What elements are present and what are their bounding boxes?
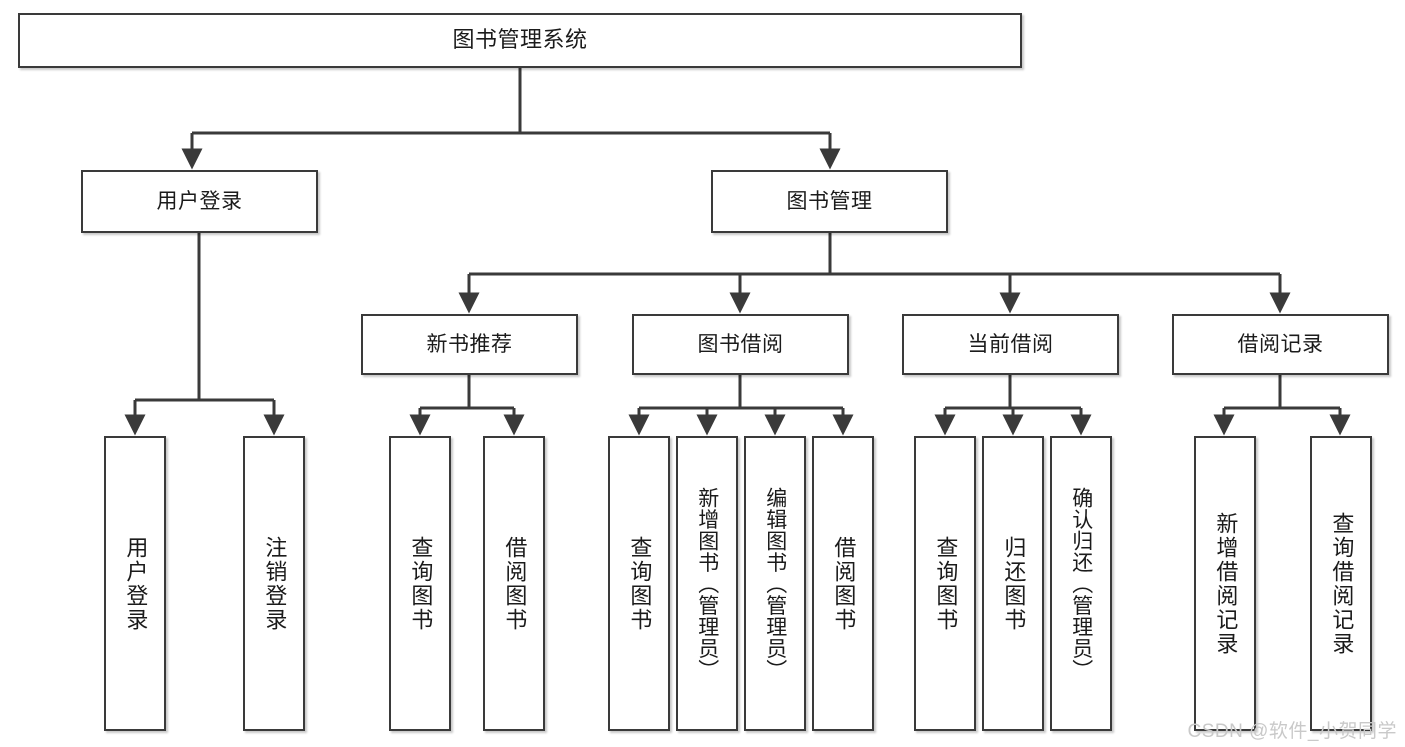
leaf-br-add-record-label: 新增借阅记录	[1213, 511, 1239, 656]
leaf-user-login[interactable]: 用户登录	[104, 436, 166, 731]
leaf-cb-confirm-return[interactable]: 确认归还（管理员）	[1050, 436, 1112, 731]
leaf-br-query-record-label: 查询借阅记录	[1329, 511, 1355, 656]
leaf-br-add-record[interactable]: 新增借阅记录	[1194, 436, 1256, 731]
leaf-nb-query-book-label: 查询图书	[408, 535, 434, 632]
leaf-logout[interactable]: 注销登录	[243, 436, 305, 731]
leaf-bb-query-book[interactable]: 查询图书	[608, 436, 670, 731]
leaf-bb-borrow-book-label: 借阅图书	[831, 535, 857, 632]
node-new-book-recommend[interactable]: 新书推荐	[361, 314, 578, 375]
leaf-cb-return-book-label: 归还图书	[1001, 535, 1027, 632]
leaf-cb-return-book[interactable]: 归还图书	[982, 436, 1044, 731]
leaf-bb-add-book[interactable]: 新增图书（管理员）	[676, 436, 738, 731]
leaf-bb-query-book-label: 查询图书	[627, 535, 653, 632]
leaf-cb-confirm-return-label: 确认归还（管理员）	[1069, 486, 1093, 681]
node-user-login-label: 用户登录	[156, 189, 243, 213]
leaf-nb-query-book[interactable]: 查询图书	[389, 436, 451, 731]
leaf-bb-edit-book-label: 编辑图书（管理员）	[763, 486, 787, 681]
node-book-borrow-label: 图书借阅	[697, 332, 784, 356]
leaf-nb-borrow-book-label: 借阅图书	[502, 535, 528, 632]
node-current-borrow[interactable]: 当前借阅	[902, 314, 1119, 375]
node-root-label: 图书管理系统	[452, 27, 588, 53]
leaf-logout-label: 注销登录	[262, 535, 288, 632]
node-borrow-record-label: 借阅记录	[1237, 332, 1324, 356]
watermark: CSDN @软件_小贺同学	[1187, 721, 1397, 742]
leaf-bb-add-book-label: 新增图书（管理员）	[695, 486, 719, 681]
leaf-cb-query-book-label: 查询图书	[933, 535, 959, 632]
leaf-bb-edit-book[interactable]: 编辑图书（管理员）	[744, 436, 806, 731]
leaf-nb-borrow-book[interactable]: 借阅图书	[483, 436, 545, 731]
leaf-cb-query-book[interactable]: 查询图书	[914, 436, 976, 731]
leaf-user-login-label: 用户登录	[123, 535, 149, 632]
node-book-management[interactable]: 图书管理	[711, 170, 948, 233]
node-root[interactable]: 图书管理系统	[18, 13, 1022, 68]
node-new-book-recommend-label: 新书推荐	[426, 332, 513, 356]
node-borrow-record[interactable]: 借阅记录	[1172, 314, 1389, 375]
leaf-br-query-record[interactable]: 查询借阅记录	[1310, 436, 1372, 731]
node-book-management-label: 图书管理	[786, 189, 873, 213]
node-book-borrow[interactable]: 图书借阅	[632, 314, 849, 375]
node-user-login[interactable]: 用户登录	[81, 170, 318, 233]
node-current-borrow-label: 当前借阅	[967, 332, 1054, 356]
leaf-bb-borrow-book[interactable]: 借阅图书	[812, 436, 874, 731]
